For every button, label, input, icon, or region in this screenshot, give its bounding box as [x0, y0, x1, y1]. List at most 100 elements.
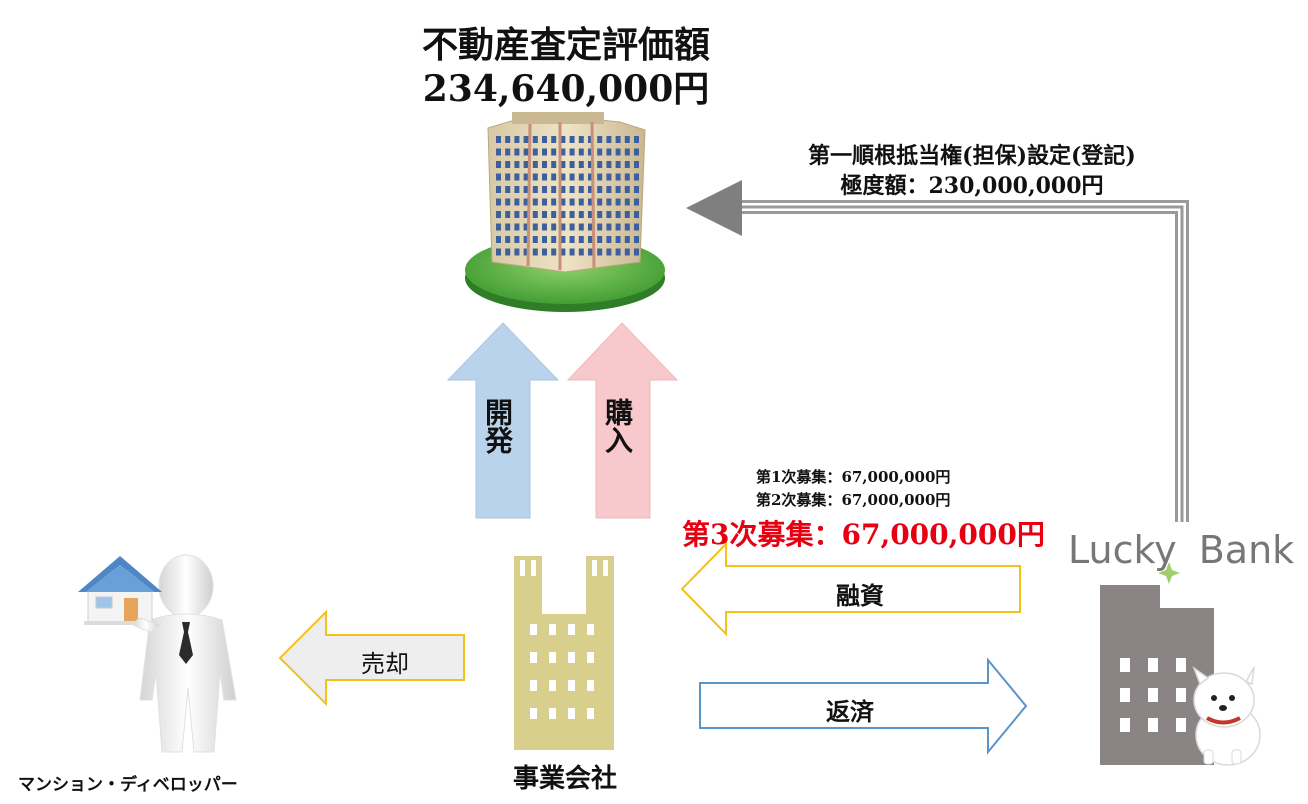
- window: [542, 236, 547, 243]
- window: [542, 173, 547, 181]
- window: [606, 161, 612, 168]
- window: [615, 173, 621, 181]
- window: [634, 223, 639, 231]
- develop-arrow-label: 開発: [481, 398, 514, 454]
- window: [1148, 658, 1158, 672]
- property-value-title: 不動産査定評価額: [421, 24, 710, 66]
- window: [588, 136, 593, 143]
- window: [569, 161, 575, 168]
- window: [542, 198, 547, 206]
- window: [634, 148, 639, 156]
- window: [587, 652, 594, 663]
- window: [615, 236, 621, 243]
- window: [569, 211, 575, 218]
- window: [588, 223, 593, 231]
- window: [523, 161, 529, 168]
- window: [578, 198, 584, 206]
- window: [532, 186, 538, 193]
- window: [560, 186, 566, 193]
- window: [606, 186, 612, 193]
- window: [505, 236, 511, 243]
- window: [551, 148, 557, 156]
- apartment-building-icon: [465, 112, 665, 312]
- lucky-bank-logo: Lucky Bank: [1068, 528, 1294, 572]
- window: [560, 148, 566, 156]
- window: [523, 198, 529, 206]
- window: [542, 211, 547, 218]
- window: [615, 248, 621, 256]
- window: [624, 186, 630, 193]
- company-building-icon: [514, 556, 614, 750]
- window: [514, 148, 520, 156]
- window: [1176, 718, 1186, 732]
- window: [549, 652, 556, 663]
- window: [549, 680, 556, 691]
- window: [569, 136, 575, 143]
- window: [551, 161, 557, 168]
- window: [542, 223, 547, 231]
- window: [496, 236, 501, 243]
- window: [569, 198, 575, 206]
- window: [587, 680, 594, 691]
- company-label: 事業会社: [512, 764, 617, 794]
- window: [1176, 688, 1186, 702]
- window: [505, 173, 511, 181]
- developer-person-icon: [78, 554, 237, 753]
- mortgage-arrow: [686, 180, 1189, 522]
- window: [530, 680, 537, 691]
- property-value-amount: 234,640,000円: [422, 68, 710, 110]
- window: [624, 211, 630, 218]
- window: [634, 161, 639, 168]
- repay-arrow-label: 返済: [826, 697, 874, 726]
- window: [568, 652, 575, 663]
- window: [523, 248, 529, 256]
- window: [551, 136, 557, 143]
- window: [606, 223, 612, 231]
- window: [551, 248, 557, 256]
- window: [597, 161, 603, 168]
- window: [532, 236, 538, 243]
- window: [496, 211, 501, 218]
- window: [588, 186, 593, 193]
- window: [606, 148, 612, 156]
- window: [514, 248, 520, 256]
- window: [514, 211, 520, 218]
- window: [549, 708, 556, 719]
- window: [1176, 658, 1186, 672]
- window: [606, 173, 612, 181]
- loan-arrow: [680, 541, 1021, 637]
- window: [514, 173, 520, 181]
- window: [568, 708, 575, 719]
- window: [578, 173, 584, 181]
- window: [569, 248, 575, 256]
- window: [530, 624, 537, 635]
- window: [624, 236, 630, 243]
- window: [551, 186, 557, 193]
- window: [551, 173, 557, 181]
- window: [496, 148, 501, 156]
- window: [532, 173, 538, 181]
- develop-arrow: [446, 322, 560, 519]
- window: [578, 248, 584, 256]
- bank-building-icon: [1100, 562, 1214, 765]
- window: [560, 173, 566, 181]
- window: [542, 148, 547, 156]
- window: [505, 161, 511, 168]
- window: [606, 248, 612, 256]
- window: [615, 198, 621, 206]
- window: [514, 161, 520, 168]
- window: [588, 161, 593, 168]
- window: [523, 186, 529, 193]
- window: [615, 186, 621, 193]
- window: [634, 173, 639, 181]
- window: [523, 148, 529, 156]
- window: [606, 211, 612, 218]
- window: [606, 198, 612, 206]
- window: [496, 173, 501, 181]
- window: [615, 211, 621, 218]
- window: [549, 624, 556, 635]
- window: [505, 248, 511, 256]
- window: [551, 236, 557, 243]
- window: [597, 236, 603, 243]
- window: [615, 148, 621, 156]
